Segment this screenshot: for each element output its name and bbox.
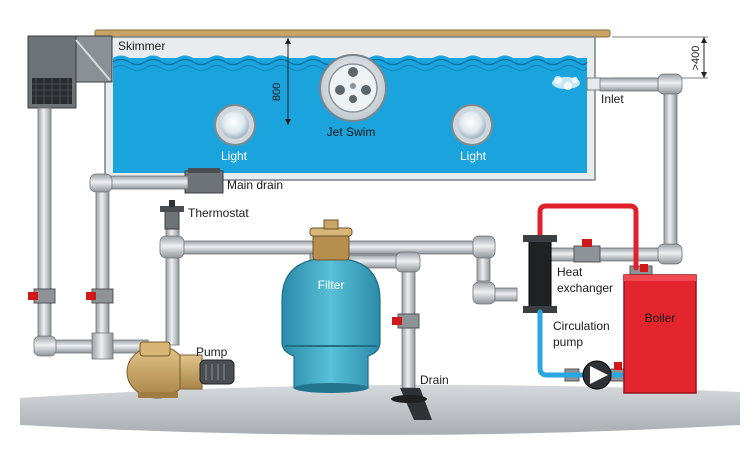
circulation-pump-label-2: pump [553, 335, 583, 349]
depth-label: 800 [271, 83, 283, 101]
main-drain-icon [184, 168, 224, 194]
light-left-icon [214, 104, 256, 146]
ground [20, 384, 740, 435]
filter-tank-icon [281, 219, 381, 393]
jet-swim-icon [319, 54, 387, 122]
skimmer-icon [27, 35, 113, 109]
thermostat-label: Thermostat [188, 206, 249, 220]
circulation-pipe [537, 309, 635, 378]
drain-label: Drain [420, 373, 449, 387]
valve-hot-line-icon [573, 239, 601, 263]
skimmer-label: Skimmer [118, 39, 165, 53]
hot-water-pipe [537, 203, 639, 271]
light-right-label: Light [460, 149, 487, 163]
boiler-icon [623, 274, 697, 394]
light-right-icon [451, 104, 493, 146]
light-left-label: Light [221, 149, 248, 163]
pump-label: Pump [196, 345, 228, 359]
pump-icon [126, 341, 235, 399]
boiler-label: Boiler [645, 311, 676, 325]
height-label: >400 [690, 46, 702, 71]
valve-drain-line-icon [86, 288, 114, 304]
jet-swim-label: Jet Swim [327, 125, 376, 139]
circulation-pump-label-1: Circulation [553, 319, 610, 333]
valve-boiler-icon [629, 264, 653, 277]
heat-exchanger-icon [523, 235, 557, 313]
pipe-network [33, 73, 683, 389]
valve-filter-drain-icon [392, 313, 420, 329]
heat-exchanger-label-2: exchanger [557, 281, 613, 295]
filter-label: Filter [318, 278, 345, 292]
depth-dimension [285, 38, 291, 125]
heat-exchanger-label-1: Heat [557, 265, 583, 279]
circulation-pump-icon [582, 360, 612, 390]
thermostat-icon [160, 200, 184, 230]
drain-outlet-icon [391, 388, 432, 420]
inlet-nozzle-icon [552, 76, 602, 91]
pool-rim [94, 29, 611, 38]
valve-skimmer-icon [28, 288, 56, 304]
inlet-label: Inlet [601, 92, 624, 106]
main-drain-label: Main drain [227, 178, 283, 192]
